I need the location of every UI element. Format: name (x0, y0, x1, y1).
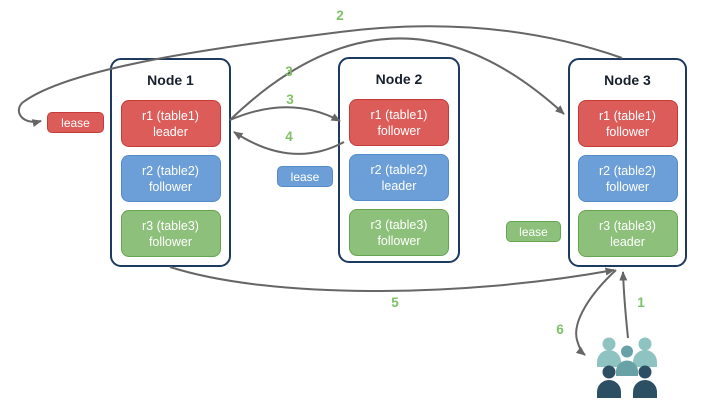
user-back-right (633, 337, 657, 367)
user-back-left (597, 337, 621, 367)
node-2-replica-r2: r2 (table2) leader (349, 154, 449, 201)
replica-name: r1 (table1) (142, 108, 199, 123)
step-label-2: 2 (336, 8, 344, 23)
replica-role: leader (381, 178, 417, 193)
step-label-3-lower: 3 (286, 92, 294, 107)
replica-name: r3 (table3) (142, 218, 199, 233)
arrow-step-5 (169, 266, 615, 292)
replica-role: follower (148, 234, 193, 249)
step-label-5: 5 (391, 295, 399, 310)
replica-name: r2 (table2) (370, 162, 428, 177)
lease-badge-r1: lease (47, 112, 104, 133)
step-label-1: 1 (637, 295, 645, 310)
replica-name: r3 (table3) (599, 218, 656, 233)
node-1-box: Node 1 r1 (table1) leader r2 (table2) fo… (110, 58, 231, 267)
replica-role: leader (610, 234, 645, 249)
node-2-replica-r3: r3 (table3) follower (349, 209, 449, 256)
step-label-4: 4 (285, 129, 293, 144)
node-1-replica-r1: r1 (table1) leader (120, 100, 221, 147)
replica-role: follower (377, 233, 421, 248)
node-3-box: Node 3 r1 (table1) follower r2 (table2) … (568, 58, 687, 267)
users-icon (597, 337, 657, 398)
lease-badge-r3: lease (506, 221, 561, 242)
node-3-replica-r1: r1 (table1) follower (577, 100, 678, 147)
user-front-right (633, 365, 657, 398)
node-3-title: Node 3 (604, 72, 651, 88)
node-1-title: Node 1 (147, 72, 194, 88)
node-3-replica-r2: r2 (table2) follower (577, 155, 678, 202)
node-2-title: Node 2 (375, 71, 423, 87)
replica-role: follower (605, 179, 650, 194)
node-1-replica-r2: r2 (table2) follower (120, 155, 221, 202)
replica-name: r1 (table1) (370, 107, 428, 122)
node-1-replica-r3: r3 (table3) follower (120, 210, 221, 257)
node-2-replica-r1: r1 (table1) follower (349, 99, 449, 146)
replica-name: r3 (table3) (370, 217, 428, 232)
step-label-6: 6 (556, 322, 564, 337)
replica-role: follower (605, 124, 650, 139)
user-front-left (597, 365, 621, 398)
replica-role: follower (377, 123, 421, 138)
step-label-3-upper: 3 (285, 64, 293, 79)
replica-name: r2 (table2) (599, 163, 656, 178)
replica-role: follower (148, 179, 193, 194)
arrow-step-3-to-node2 (229, 106, 341, 122)
user-middle (616, 345, 638, 376)
replica-name: r1 (table1) (599, 108, 656, 123)
replica-name: r2 (table2) (142, 163, 199, 178)
node-3-replica-r3: r3 (table3) leader (577, 210, 678, 257)
node-2-box: Node 2 r1 (table1) follower r2 (table2) … (338, 57, 460, 263)
replica-role: leader (153, 124, 188, 139)
arrow-step-1 (619, 271, 629, 339)
lease-badge-r2: lease (277, 166, 333, 187)
